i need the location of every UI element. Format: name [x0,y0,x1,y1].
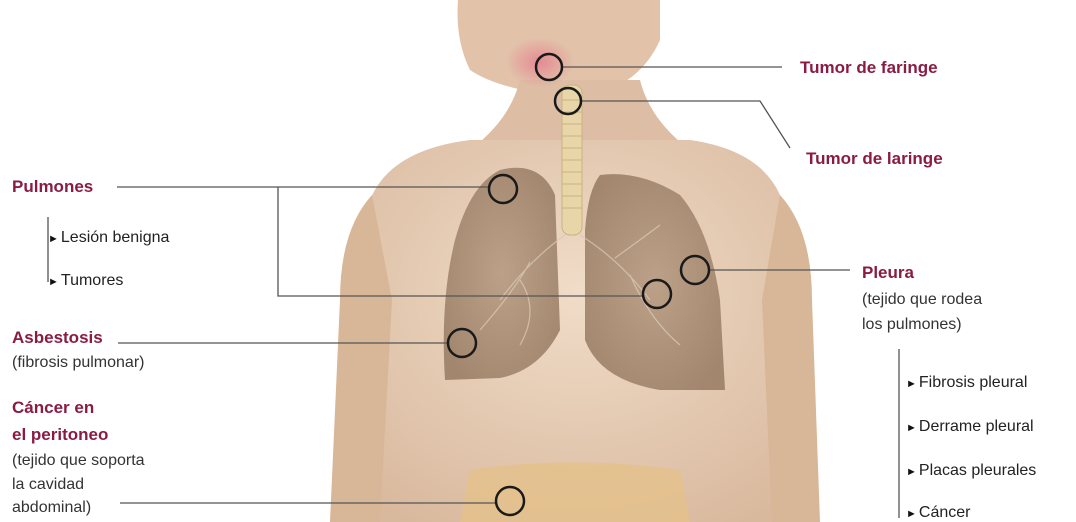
list-item-pleura-1: ►Derrame pleural [906,417,1034,436]
arrow-icon: ► [906,378,917,390]
label-tumor-laringe: Tumor de laringe [806,149,943,169]
arrow-icon: ► [906,508,917,520]
arrow-icon: ► [906,466,917,478]
label-peritoneo-2: el peritoneo [12,425,108,445]
label-peritoneo-sub-2: la cavidad [12,475,84,494]
label-tumor-faringe: Tumor de faringe [800,58,938,78]
list-item-pulmones-0: ►Lesión benigna [48,228,169,247]
arrow-icon: ► [48,233,59,245]
arrow-icon: ► [48,276,59,288]
label-pleura-sub-1: (tejido que rodea [862,290,982,309]
label-asbestosis: Asbestosis [12,328,103,348]
label-pulmones: Pulmones [12,177,93,197]
list-item-pleura-3: ►Cáncer [906,503,970,522]
list-item-pleura-0: ►Fibrosis pleural [906,373,1027,392]
throat-highlight [505,37,575,87]
list-item-pulmones-1: ►Tumores [48,271,123,290]
label-peritoneo-sub-3: abdominal) [12,498,91,517]
arrow-icon: ► [906,422,917,434]
label-pleura-sub-2: los pulmones) [862,315,962,334]
label-pleura: Pleura [862,263,914,283]
label-peritoneo-1: Cáncer en [12,398,94,418]
label-peritoneo-sub-1: (tejido que soporta [12,451,145,470]
intestines [460,463,690,522]
list-item-pleura-2: ►Placas pleurales [906,461,1036,480]
label-asbestosis-sub: (fibrosis pulmonar) [12,353,144,372]
